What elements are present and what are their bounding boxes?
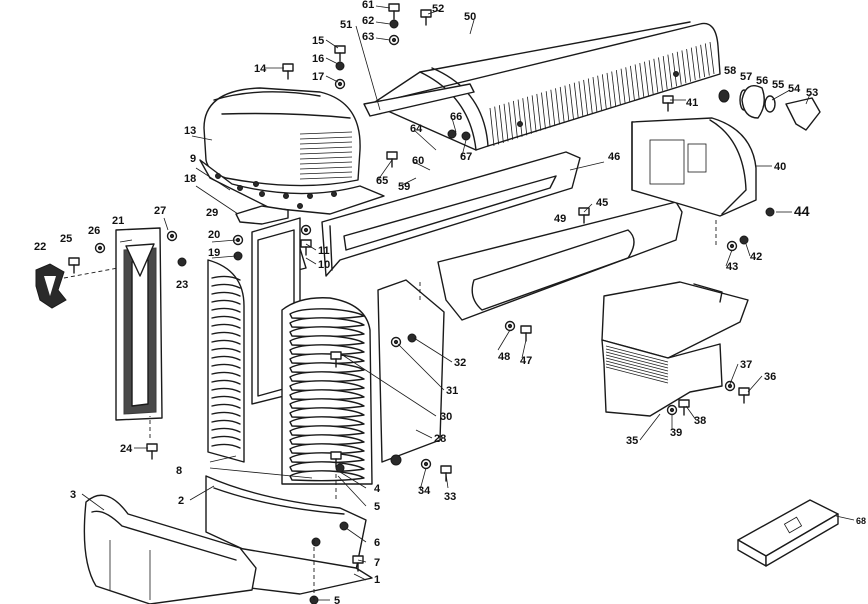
callout-55: 55 — [772, 79, 784, 91]
callout-19: 19 — [208, 247, 220, 259]
radiator-side-panel — [377, 279, 445, 466]
lower-guard — [601, 281, 749, 417]
callout-46: 46 — [608, 151, 620, 163]
callout-32: 32 — [454, 357, 466, 369]
callout-25: 25 — [60, 233, 72, 245]
callout-42: 42 — [750, 251, 762, 263]
callout-17: 17 — [312, 71, 324, 83]
callout-60: 60 — [412, 155, 424, 167]
leader-lines — [81, 5, 855, 601]
callout-47: 47 — [520, 355, 532, 367]
emblem-badge — [35, 263, 67, 309]
callout-62: 62 — [362, 15, 374, 27]
callout-27: 27 — [154, 205, 166, 217]
cover-base-plate — [199, 159, 385, 215]
callout-24: 24 — [120, 443, 133, 455]
upper-side-bracket — [321, 151, 581, 277]
callout-20: 20 — [208, 229, 220, 241]
callout-36: 36 — [764, 371, 776, 383]
callout-59: 59 — [398, 181, 410, 193]
console-housing — [631, 117, 757, 217]
side-louvre-grille — [207, 259, 245, 463]
radiator-grille — [281, 297, 373, 485]
callout-52: 52 — [432, 3, 444, 15]
callout-65: 65 — [376, 175, 388, 187]
callout-58: 58 — [724, 65, 736, 77]
callout-26: 26 — [88, 225, 100, 237]
callout-35: 35 — [626, 435, 638, 447]
callout-68: 68 — [856, 516, 866, 526]
callout-34: 34 — [418, 485, 431, 497]
callout-56: 56 — [756, 75, 768, 87]
callout-37: 37 — [740, 359, 752, 371]
callout-50: 50 — [464, 11, 476, 23]
callout-29: 29 — [206, 207, 218, 219]
callout-1: 1 — [374, 574, 380, 586]
hood-panel — [363, 21, 721, 151]
callout-38: 38 — [694, 415, 706, 427]
callout-15: 15 — [312, 35, 324, 47]
front-bumper — [83, 494, 257, 604]
callout-labels: 1 2 3 4 5 5 6 7 8 9 10 11 13 14 15 16 17… — [34, 0, 866, 604]
callout-64: 64 — [410, 123, 423, 135]
callout-4: 4 — [374, 483, 381, 495]
callout-44: 44 — [794, 203, 810, 219]
callout-9: 9 — [190, 153, 196, 165]
callout-2: 2 — [178, 495, 184, 507]
callout-66: 66 — [450, 111, 462, 123]
callout-45: 45 — [596, 197, 608, 209]
callout-11: 11 — [318, 245, 330, 257]
alignment-guides — [63, 220, 717, 600]
callout-10: 10 — [318, 259, 330, 271]
callout-21: 21 — [112, 215, 124, 227]
callout-7: 7 — [374, 557, 380, 569]
callout-30: 30 — [440, 411, 452, 423]
callout-41: 41 — [686, 97, 698, 109]
callout-3: 3 — [70, 489, 76, 501]
callout-43: 43 — [726, 261, 738, 273]
callout-40: 40 — [774, 161, 786, 173]
callout-39: 39 — [670, 427, 682, 439]
callout-8: 8 — [176, 465, 182, 477]
callout-22: 22 — [34, 241, 46, 253]
callout-67: 67 — [460, 151, 472, 163]
callout-33: 33 — [444, 491, 456, 503]
callout-28: 28 — [434, 433, 446, 445]
callout-23: 23 — [176, 279, 188, 291]
callout-31: 31 — [446, 385, 458, 397]
fastener-set — [68, 3, 775, 604]
callout-13: 13 — [184, 125, 196, 137]
battery-box — [737, 499, 839, 567]
callout-16: 16 — [312, 53, 324, 65]
callout-14: 14 — [254, 63, 267, 75]
callout-49: 49 — [554, 213, 566, 225]
front-grille-panel — [115, 227, 163, 421]
callout-6: 6 — [374, 537, 380, 549]
filler-cap-assembly — [718, 85, 821, 131]
callout-61: 61 — [362, 0, 374, 11]
callout-51: 51 — [340, 19, 352, 31]
tank-cover — [203, 87, 361, 187]
callout-53: 53 — [806, 87, 818, 99]
callout-5: 5 — [374, 501, 380, 513]
callout-57: 57 — [740, 71, 752, 83]
callout-5: 5 — [334, 595, 340, 604]
callout-48: 48 — [498, 351, 510, 363]
callout-63: 63 — [362, 31, 374, 43]
callout-54: 54 — [788, 83, 801, 95]
callout-18: 18 — [184, 173, 196, 185]
